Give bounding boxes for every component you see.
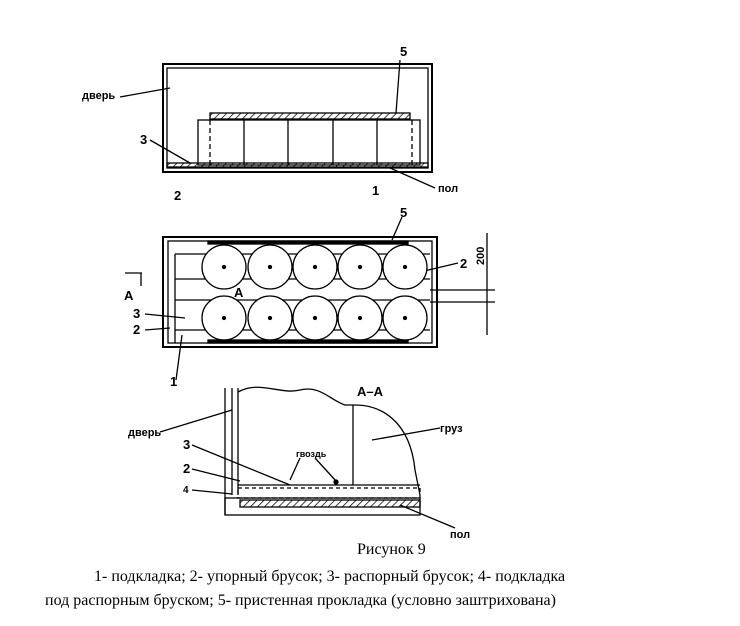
label-door-top: дверь — [82, 90, 115, 102]
section-view — [159, 386, 456, 529]
label-2-right: 2 — [460, 256, 467, 271]
cargo-center-mark — [267, 264, 273, 270]
cargo-center-mark — [402, 264, 408, 270]
label-floor-top: пол — [438, 183, 458, 195]
section-title: A–A — [357, 384, 384, 399]
label-door-section: дверь — [128, 427, 161, 439]
label-5-plan: 5 — [400, 205, 407, 220]
caption-line-2: под распорным бруском; 5- пристенная про… — [45, 592, 556, 609]
dimension-200: 200 — [475, 247, 487, 265]
cargo-center-mark — [312, 264, 318, 270]
label-1-top: 1 — [372, 183, 379, 198]
label-2-plan: 2 — [133, 322, 140, 337]
cargo-center-mark — [267, 315, 273, 321]
label-floor-section: пол — [450, 529, 470, 541]
cargo-center-mark — [402, 315, 408, 321]
cargo-center-mark — [221, 315, 227, 321]
figure-title: Рисунок 9 — [357, 541, 426, 558]
label-2-top: 2 — [174, 188, 181, 203]
section-mark-a: A — [124, 288, 134, 303]
cargo-center-mark — [221, 264, 227, 270]
top-view — [119, 59, 436, 189]
cargo-center-mark — [357, 315, 363, 321]
cargo-center-mark — [312, 315, 318, 321]
label-nail: гвоздь — [296, 449, 327, 459]
label-2-section: 2 — [183, 461, 190, 476]
label-4-section: 4 — [183, 485, 189, 496]
caption-line-1: 1- подкладка; 2- упорный брусок; 3- расп… — [94, 568, 566, 585]
label-3-top: 3 — [140, 132, 147, 147]
section-mark-a2: A — [234, 285, 244, 300]
label-cargo: груз — [440, 423, 463, 435]
label-3-section: 3 — [183, 437, 190, 452]
cargo-center-mark — [357, 264, 363, 270]
label-3-plan: 3 — [133, 306, 140, 321]
plan-view — [125, 216, 495, 381]
label-5-top: 5 — [400, 44, 407, 59]
label-1-plan: 1 — [170, 374, 177, 389]
